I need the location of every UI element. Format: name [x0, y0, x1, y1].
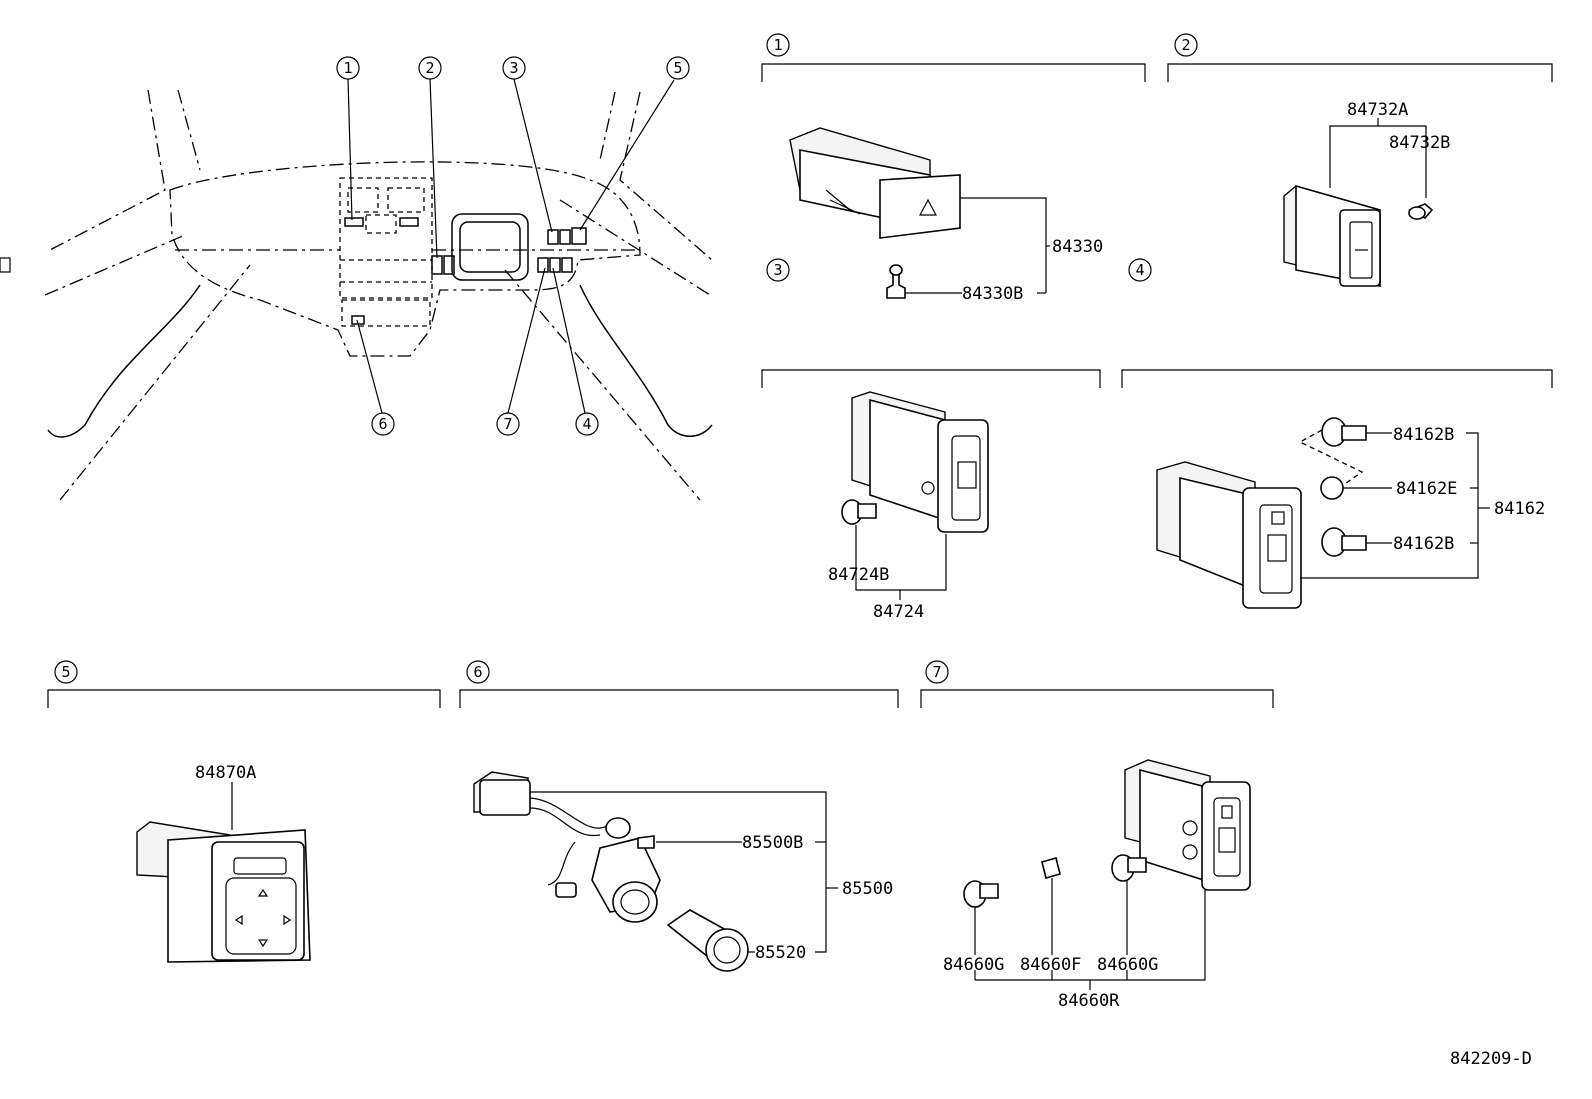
svg-text:3: 3 — [773, 261, 782, 279]
mirror-switch-84870A — [136, 821, 311, 963]
section-2: 2 84732A 84732B — [0, 33, 1553, 287]
section-1: 1 84330 84330B — [761, 33, 1146, 304]
part-85520-label: 85520 — [755, 943, 806, 963]
svg-text:7: 7 — [932, 663, 941, 681]
drawing-code: 842209-D — [1450, 1049, 1532, 1069]
part-84660F-label: 84660F — [1020, 955, 1081, 975]
switch-84732A — [0, 184, 1381, 287]
bulb-84732B — [1408, 203, 1434, 220]
callout-6: 6 — [371, 412, 395, 436]
svg-text:5: 5 — [61, 663, 70, 681]
part-85500-label: 85500 — [842, 879, 893, 899]
svg-text:7: 7 — [503, 415, 512, 433]
bulb-84724B — [841, 499, 877, 525]
switch-84162 — [1156, 461, 1302, 609]
callout-1: 1 — [336, 56, 360, 80]
svg-text:6: 6 — [473, 663, 482, 681]
switch-84660R — [1124, 759, 1251, 891]
svg-text:3: 3 — [509, 59, 518, 77]
part-84660R-label: 84660R — [1058, 991, 1120, 1011]
switch-84724 — [851, 391, 989, 533]
bulb-85500B — [637, 835, 655, 849]
callout-4: 4 — [575, 412, 599, 436]
part-84162B-bottom-label: 84162B — [1393, 534, 1454, 554]
section-4: 4 84162B 84162E 84162 — [1121, 258, 1553, 609]
callout-2: 2 — [418, 56, 442, 80]
bulb-84162E — [1320, 476, 1344, 500]
svg-text:6: 6 — [378, 415, 387, 433]
part-84724-label: 84724 — [873, 602, 924, 622]
svg-text:2: 2 — [425, 59, 434, 77]
bulb-84162B-top — [1321, 417, 1367, 447]
part-84732B-label: 84732B — [1389, 133, 1450, 153]
callout-5: 5 — [666, 56, 690, 80]
svg-text:1: 1 — [343, 59, 352, 77]
bulb-84162B-bottom — [1321, 527, 1367, 557]
callout-3: 3 — [502, 56, 526, 80]
part-84870A-label: 84870A — [195, 763, 256, 783]
part-84162-label: 84162 — [1494, 499, 1545, 519]
part-84732A-label: 84732A — [1347, 100, 1408, 120]
bulb-84660G-left — [963, 880, 999, 908]
part-84162B-top-label: 84162B — [1393, 425, 1454, 445]
svg-text:4: 4 — [1135, 261, 1144, 279]
part-84660G-right-label: 84660G — [1097, 955, 1158, 975]
bulb-84660F — [1041, 857, 1061, 879]
section-7: 7 84660G 84660F — [920, 660, 1274, 1011]
svg-text:5: 5 — [673, 59, 682, 77]
dashboard-overview: 1 2 3 5 6 7 4 — [44, 56, 713, 501]
section-5: 5 84870A — [47, 660, 441, 963]
socket-harness-85500 — [473, 771, 661, 923]
bulb-84330B — [886, 264, 906, 299]
hazard-switch — [789, 127, 961, 239]
plug-85520 — [666, 909, 749, 972]
bulb-84660G-right — [1111, 854, 1147, 882]
svg-text:2: 2 — [1181, 36, 1190, 54]
section-6: 6 85500B 85500 85520 — [459, 660, 899, 972]
part-84330-label: 84330 — [1052, 237, 1103, 257]
part-84162E-label: 84162E — [1396, 479, 1457, 499]
part-85500B-label: 85500B — [742, 833, 803, 853]
svg-text:4: 4 — [582, 415, 591, 433]
part-84724B-label: 84724B — [828, 565, 889, 585]
svg-text:1: 1 — [773, 36, 782, 54]
callout-7: 7 — [496, 412, 520, 436]
part-84660G-left-label: 84660G — [943, 955, 1004, 975]
part-84330B-label: 84330B — [962, 284, 1023, 304]
section-3: 3 84724B 84724 — [761, 258, 1101, 622]
